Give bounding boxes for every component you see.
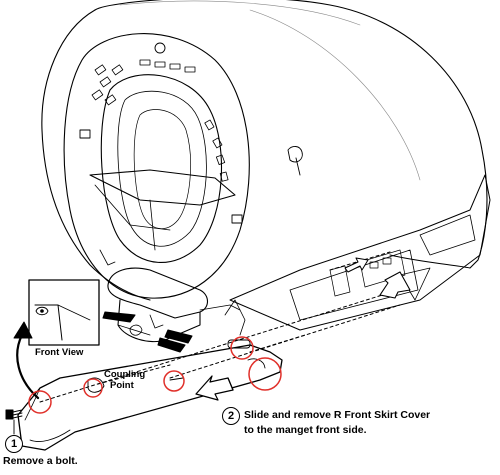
- step2-instruction-line1: Slide and remove R Front Skirt Cover: [244, 409, 431, 421]
- step1-instruction: Remove a bolt.: [3, 455, 78, 467]
- step1-number-badge: 1: [5, 435, 23, 453]
- highlight-circles: [28, 336, 282, 414]
- coupling-point-label-line2: Point: [110, 380, 134, 391]
- step2-number-badge: 2: [222, 407, 240, 425]
- cabinet-arrow: [344, 257, 411, 299]
- bolt-highlight-circle: [28, 390, 52, 414]
- slide-arrow: [195, 375, 234, 401]
- cover-hole-highlight-circle: [163, 370, 185, 392]
- coupling-point-highlight-circle: [83, 378, 103, 398]
- table-bolt-highlight-circle: [230, 336, 254, 360]
- table-pedestal: [102, 267, 241, 353]
- bolt-icon: [5, 409, 23, 420]
- coupling-point-label-line1: Coupling: [104, 369, 146, 380]
- front-view-inset: [28, 279, 100, 346]
- step2-instruction-line2: to the manget front side.: [244, 424, 367, 436]
- gantry-base: [99, 174, 491, 336]
- front-view-label: Front View: [35, 347, 84, 358]
- front-skirt-cover: [17, 339, 283, 451]
- rear-coupling-highlight-circle: [248, 357, 282, 391]
- gantry-shell: [41, 0, 488, 301]
